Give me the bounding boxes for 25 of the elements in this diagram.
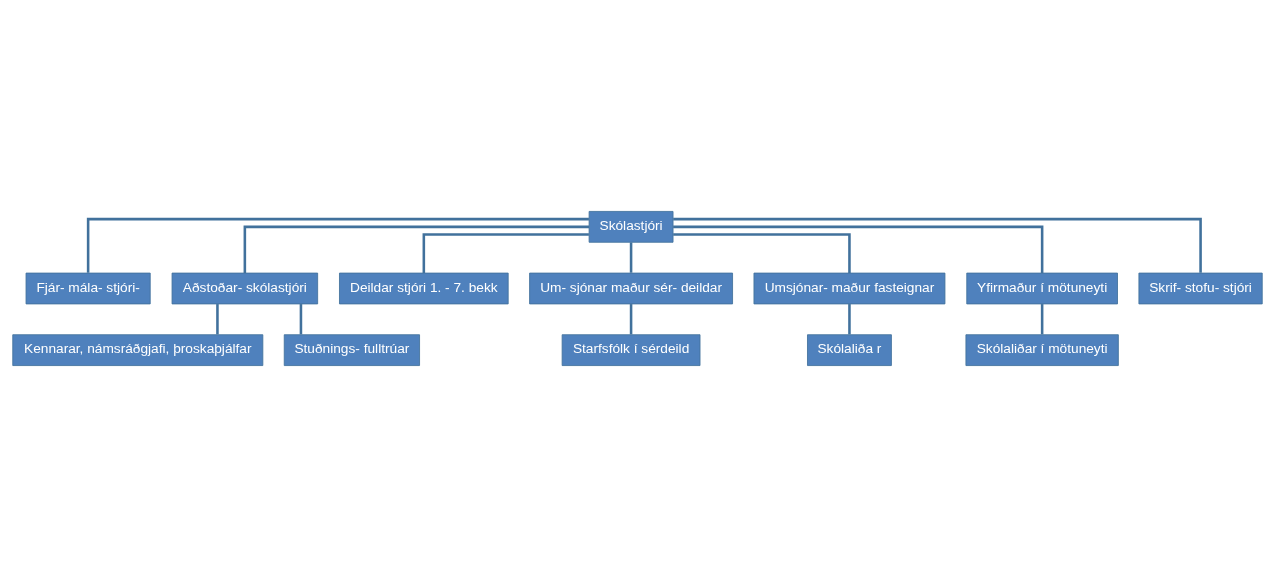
node-box: Skólaliðar í mötuneyti <box>965 333 1119 366</box>
connector <box>1040 303 1044 334</box>
node-box: Skrif- stofu- stjóri <box>1138 272 1263 304</box>
connector <box>299 303 303 334</box>
connector <box>629 303 633 334</box>
connector <box>216 303 219 334</box>
node-box: Deildar stjóri 1. - 7. bekk <box>339 272 509 304</box>
connector <box>848 303 851 334</box>
node-box: Stuðnings- fulltrúar <box>283 333 420 366</box>
node-box: Skólaliða r <box>807 333 892 366</box>
node-box: Yfirmaður í mötuneyti <box>966 272 1118 304</box>
connector <box>86 217 589 273</box>
node-box: Umsjónar- maður fasteignar <box>753 272 946 304</box>
connector <box>422 232 589 273</box>
node-box: Um- sjónar maður sér- deildar <box>529 272 733 304</box>
node-box: Fjár- mála- stjóri- <box>25 272 151 304</box>
connector <box>629 241 633 273</box>
connector <box>243 225 589 273</box>
node-box: Skólastjóri <box>588 210 674 243</box>
node-box: Starfsfólk í sérdeild <box>561 333 701 366</box>
connector <box>673 232 851 273</box>
node-box: Aðstoðar- skólastjóri <box>171 272 319 304</box>
connector <box>673 225 1044 273</box>
node-box: Kennarar, námsráðgjafi, þroskaþjálfar <box>12 333 264 366</box>
connector <box>673 217 1202 273</box>
